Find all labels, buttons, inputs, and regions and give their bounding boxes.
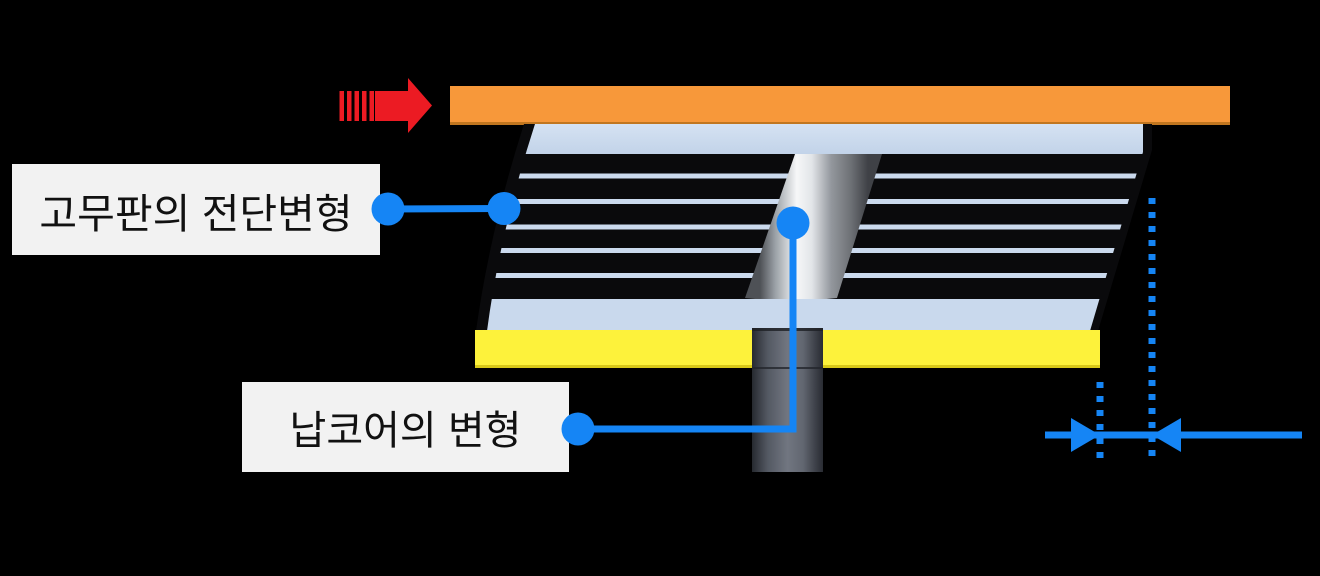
pier-column	[752, 328, 823, 472]
column-seam	[752, 367, 823, 369]
top-flange-plate	[487, 124, 1143, 154]
force-arrow-icon	[339, 78, 432, 133]
label-rubber-shear-deformation: 고무판의 전단변형	[12, 164, 380, 255]
top-plate	[450, 86, 1230, 125]
label-rubber-shear-text: 고무판의 전단변형	[39, 190, 353, 237]
top-plate-face	[450, 86, 1230, 125]
top-plate-edge	[450, 122, 1230, 125]
column-top-shadow	[752, 328, 823, 331]
label-lead-core-text: 납코어의 변형	[289, 409, 522, 453]
bottom-flange-plate	[487, 299, 1143, 331]
label-lead-core-deformation: 납코어의 변형	[242, 382, 569, 472]
